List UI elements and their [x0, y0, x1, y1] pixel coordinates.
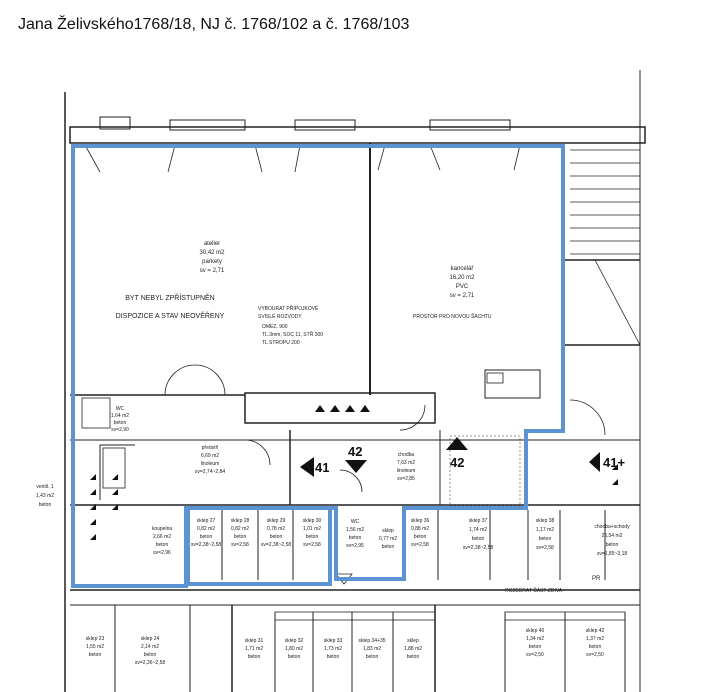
- triangle-left-arrow-icon: [300, 457, 314, 477]
- sink: [486, 372, 504, 384]
- wc-cubicle: [81, 397, 111, 429]
- staircase: [565, 149, 641, 346]
- door-swing: [164, 364, 226, 396]
- door-swing: [399, 404, 426, 431]
- window-recess: [294, 119, 356, 131]
- bath-wall: [99, 444, 135, 500]
- window-recess: [429, 119, 511, 131]
- marker-41: 41: [315, 460, 329, 475]
- marker-42-right: 42: [450, 455, 464, 470]
- triangle-left-arrow-icon: [589, 452, 600, 472]
- door-swing: [339, 469, 363, 493]
- bathtub: [102, 447, 126, 489]
- cabinet: [484, 369, 541, 399]
- marker-42-left: 42: [348, 444, 362, 459]
- wall-block: [244, 392, 436, 424]
- window-splay: [84, 144, 301, 173]
- window-recess: [99, 116, 131, 130]
- ledge: [274, 611, 436, 621]
- unit-outline: [71, 144, 565, 588]
- hatched-area: [449, 435, 521, 507]
- stair-step-marks: [90, 405, 618, 540]
- door-swing: [244, 439, 271, 466]
- triangle-down-arrow-icon: [345, 460, 367, 473]
- marker-41-plus: 41+: [603, 455, 625, 470]
- window-splay: [377, 144, 521, 171]
- label-pr: PR: [592, 576, 601, 582]
- ledge: [504, 611, 626, 621]
- window-recess: [169, 119, 246, 131]
- shaft-note: PROSTOR PRO NOVOU ŠACHTU: [413, 313, 492, 320]
- top-wall: [69, 126, 646, 144]
- slide-title: Jana Želivského1768/18, NJ č. 1768/102 a…: [18, 16, 410, 33]
- bottom-note: ROZEBRAT ČÁST ZDIVA: [505, 587, 563, 594]
- triangle-up-arrow-icon: [446, 437, 468, 450]
- door-swing: [569, 399, 606, 436]
